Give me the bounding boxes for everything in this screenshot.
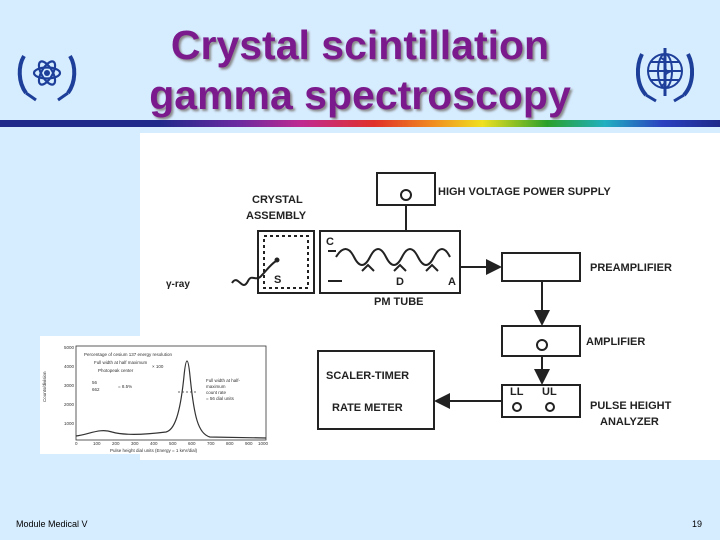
xtick-900: 900 (245, 441, 253, 446)
note-value-top: 56 (92, 380, 98, 385)
pha-label-2: ANALYZER (600, 416, 659, 428)
hv-knob-icon (400, 189, 412, 201)
note-result: = 8.5% (118, 384, 132, 389)
xtick-300: 300 (131, 441, 139, 446)
note-right-2: maximum (206, 384, 226, 389)
xtick-700: 700 (207, 441, 215, 446)
ytick-5000: 5000 (64, 345, 75, 350)
spectrum-curve (75, 360, 267, 439)
ll-knob-icon (512, 402, 522, 412)
ul-label: UL (542, 386, 557, 398)
note-right-4: = 56 dial units (206, 396, 235, 401)
title-line-2: gamma spectroscopy (149, 72, 571, 118)
scaler-timer-box (317, 350, 435, 430)
c-label: C (326, 236, 334, 248)
preamplifier-label: PREAMPLIFIER (590, 262, 672, 274)
xtick-1000: 1000 (258, 441, 269, 446)
note-right-1: Full width at half- (206, 378, 241, 383)
pha-label-1: PULSE HEIGHT (590, 400, 672, 412)
footer-module-label: Module Medical V (16, 519, 88, 529)
ytick-3000: 3000 (64, 383, 75, 388)
crystal-label-2: ASSEMBLY (246, 210, 307, 222)
note-right-3: count rate (206, 390, 227, 395)
a-label: A (448, 276, 456, 288)
xtick-500: 500 (169, 441, 177, 446)
xtick-0: 0 (75, 441, 78, 446)
note-title: Percentage of cesium 137 energy resoluti… (84, 352, 173, 357)
title-line-1: Crystal scintillation (170, 22, 550, 68)
scaler-timer-label: SCALER-TIMER (326, 370, 409, 382)
note-formula-top: Full width at half maximum (94, 360, 148, 365)
pm-tube-box (319, 230, 461, 294)
inset-ylabel: Counts/division (42, 371, 47, 402)
ytick-1000: 1000 (64, 421, 75, 426)
iaea-logo-icon (17, 54, 77, 102)
s-label: S (274, 274, 281, 286)
amplifier-knob-icon (536, 339, 548, 351)
slide-number: 19 (692, 519, 703, 529)
cs137-spectrum-inset: Counts/division 5000 4000 3000 2000 1000… (40, 336, 270, 454)
rate-meter-label: RATE METER (332, 402, 403, 414)
xtick-100: 100 (93, 441, 101, 446)
ytick-4000: 4000 (64, 364, 75, 369)
gamma-ray-label: γ-ray (166, 279, 190, 290)
xtick-200: 200 (112, 441, 120, 446)
hv-supply-label: HIGH VOLTAGE POWER SUPPLY (438, 186, 611, 198)
pm-tube-label: PM TUBE (374, 296, 424, 308)
ll-label: LL (510, 386, 524, 398)
page-title: Crystal scintillation gamma spectroscopy (110, 20, 610, 120)
crystal-assembly-box (257, 230, 315, 294)
who-logo-icon (635, 48, 695, 103)
preamplifier-box (501, 252, 581, 282)
xtick-600: 600 (188, 441, 196, 446)
note-value-bottom: 662 (92, 387, 100, 392)
ytick-2000: 2000 (64, 402, 75, 407)
inset-xlabel: Pulse height dial units (Energy = 1 keV/… (110, 448, 198, 453)
note-formula-bottom: Photopeak center (98, 368, 134, 373)
crystal-label-1: CRYSTAL (252, 194, 303, 206)
d-label: D (396, 276, 404, 288)
note-mult: × 100 (152, 364, 164, 369)
rainbow-divider (0, 120, 720, 127)
ul-knob-icon (545, 402, 555, 412)
xtick-800: 800 (226, 441, 234, 446)
amplifier-label: AMPLIFIER (586, 336, 645, 348)
xtick-400: 400 (150, 441, 158, 446)
